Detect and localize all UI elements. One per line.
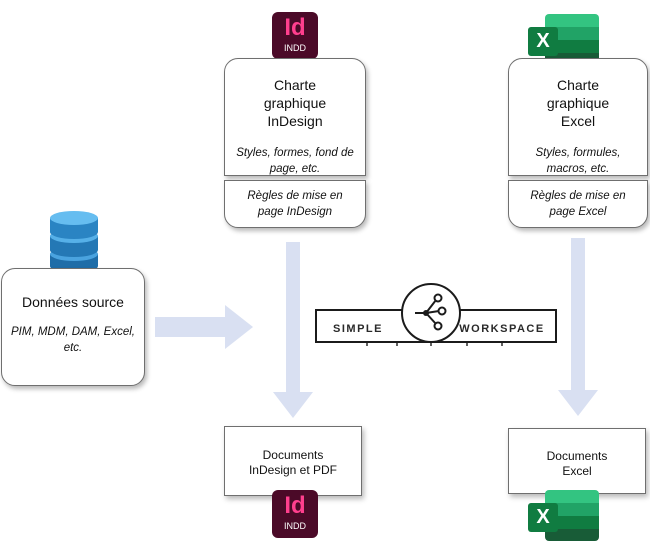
excel-output-icon: X <box>528 490 600 542</box>
simple-workspace-logo: SIMPLE WORKSPACE <box>315 283 557 346</box>
indesign-icon: Id INDD <box>272 12 318 59</box>
excel-output-box: Documents Excel <box>508 428 646 494</box>
indesign-output-icon: Id INDD <box>272 490 318 538</box>
indesign-icon-glyph: Id <box>284 14 306 41</box>
excel-icon-glyph: X <box>536 30 550 52</box>
indesign-charter-box: Charte graphique InDesign Styles, formes… <box>224 58 366 176</box>
source-title: Données source <box>22 294 124 310</box>
indesign-icon-ext: INDD <box>284 43 306 53</box>
database-icon <box>50 211 98 273</box>
indesign-output-icon-ext: INDD <box>284 521 306 531</box>
indesign-rules-label: Règles de mise en page InDesign <box>247 190 343 218</box>
excel-output-icon-glyph: X <box>536 506 550 528</box>
excel-charter-subtitle: Styles, formules, macros, etc. <box>535 147 621 175</box>
excel-icon-tile <box>528 27 558 56</box>
indesign-charter-subtitle: Styles, formes, fond de page, etc. <box>236 147 354 175</box>
indesign-charter-title: Charte graphique InDesign <box>263 77 327 129</box>
arrow-source-right <box>155 305 253 349</box>
logo-text-simple: SIMPLE <box>333 323 383 335</box>
arrow-excel-down <box>558 238 598 416</box>
indesign-output-label: Documents InDesign et PDF <box>248 448 338 477</box>
arrow-indesign-down <box>273 242 313 418</box>
indesign-rules-box: Règles de mise en page InDesign <box>224 180 366 228</box>
excel-rules-box: Règles de mise en page Excel <box>508 180 648 228</box>
source-subtitle: PIM, MDM, DAM, Excel, etc. <box>11 326 135 354</box>
source-data-box: Données source PIM, MDM, DAM, Excel, etc… <box>1 268 145 386</box>
logo-text-workspace: WORKSPACE <box>459 323 544 335</box>
excel-rules-label: Règles de mise en page Excel <box>530 190 626 218</box>
indesign-output-icon-glyph: Id <box>284 492 306 519</box>
excel-charter-box: Charte graphique Excel Styles, formules,… <box>508 58 648 176</box>
excel-output-icon-tile <box>528 503 558 532</box>
excel-charter-title: Charte graphique Excel <box>546 77 610 129</box>
excel-output-label: Documents Excel <box>546 449 608 478</box>
indesign-output-box: Documents InDesign et PDF <box>224 426 362 496</box>
